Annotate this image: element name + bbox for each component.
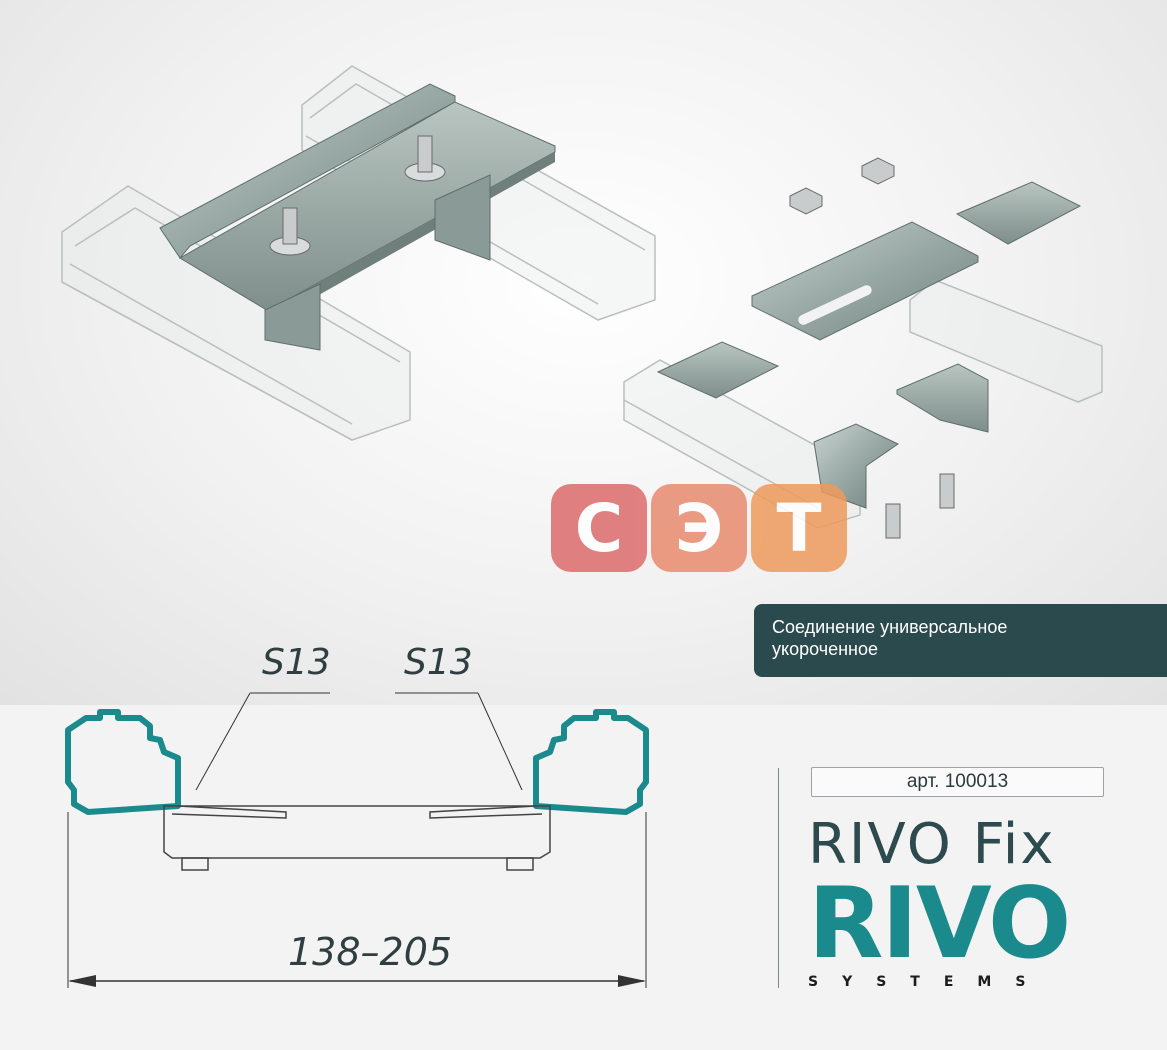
watermark-letter: Т <box>751 484 847 572</box>
left-profile <box>65 709 181 815</box>
set-watermark-logo: С Э Т <box>551 484 847 572</box>
product-caption: Соединение универсальное укороченное <box>754 604 1167 677</box>
left-wrench-label: S13 <box>262 642 331 683</box>
caption-line-2: укороченное <box>772 639 879 659</box>
assembled-bracket <box>159 83 556 351</box>
brand-subtitle: SYSTEMS <box>808 974 1050 990</box>
product-render-area <box>0 0 1167 705</box>
technical-drawing-area <box>0 705 1167 1050</box>
caption-line-1: Соединение универсальное <box>772 617 1008 637</box>
right-profile <box>533 709 649 815</box>
article-number: арт. 100013 <box>811 767 1104 797</box>
exploded-parts <box>656 157 1082 539</box>
dimension-label: 138–205 <box>288 930 453 974</box>
watermark-letter: Э <box>651 484 747 572</box>
brand-logo: RIVO <box>808 867 1071 981</box>
right-wrench-label: S13 <box>404 642 473 683</box>
product-name: RIVO Fix <box>808 812 1056 877</box>
divider <box>778 768 779 988</box>
cross-section-drawing <box>65 692 649 988</box>
watermark-letter: С <box>551 484 647 572</box>
